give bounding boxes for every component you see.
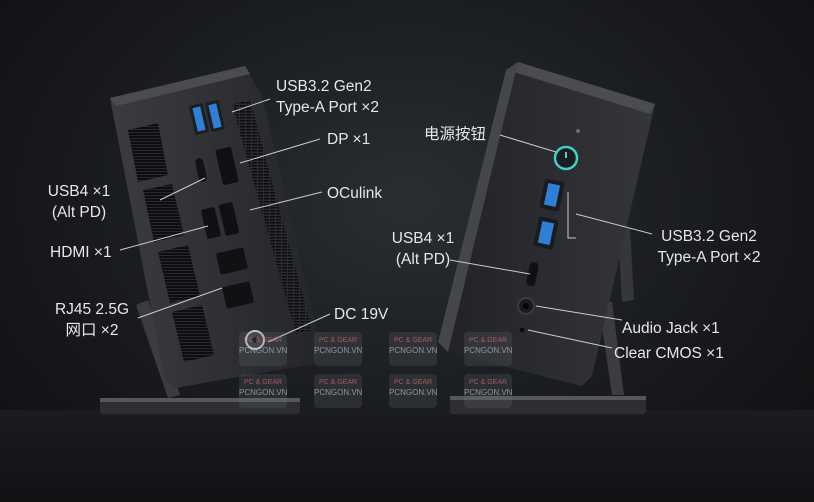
label-oculink: OCulink: [327, 185, 383, 202]
floor: [0, 410, 814, 502]
label-usb4-left: USB4 ×1(Alt PD): [47, 183, 111, 221]
right-device: [438, 62, 655, 414]
label-hdmi: HDMI ×1: [50, 244, 112, 261]
callout-lines: [119, 98, 653, 349]
label-power-button: 电源按钮: [424, 126, 487, 143]
label-dp: DP ×1: [327, 131, 371, 148]
label-clear-cmos: Clear CMOS ×1: [614, 345, 724, 362]
left-ports: [189, 100, 265, 350]
label-usb4-right: USB4 ×1(Alt PD): [391, 230, 455, 268]
label-dc: DC 19V: [334, 306, 389, 323]
left-device: [100, 66, 322, 414]
label-audio-jack: Audio Jack ×1: [622, 320, 720, 337]
